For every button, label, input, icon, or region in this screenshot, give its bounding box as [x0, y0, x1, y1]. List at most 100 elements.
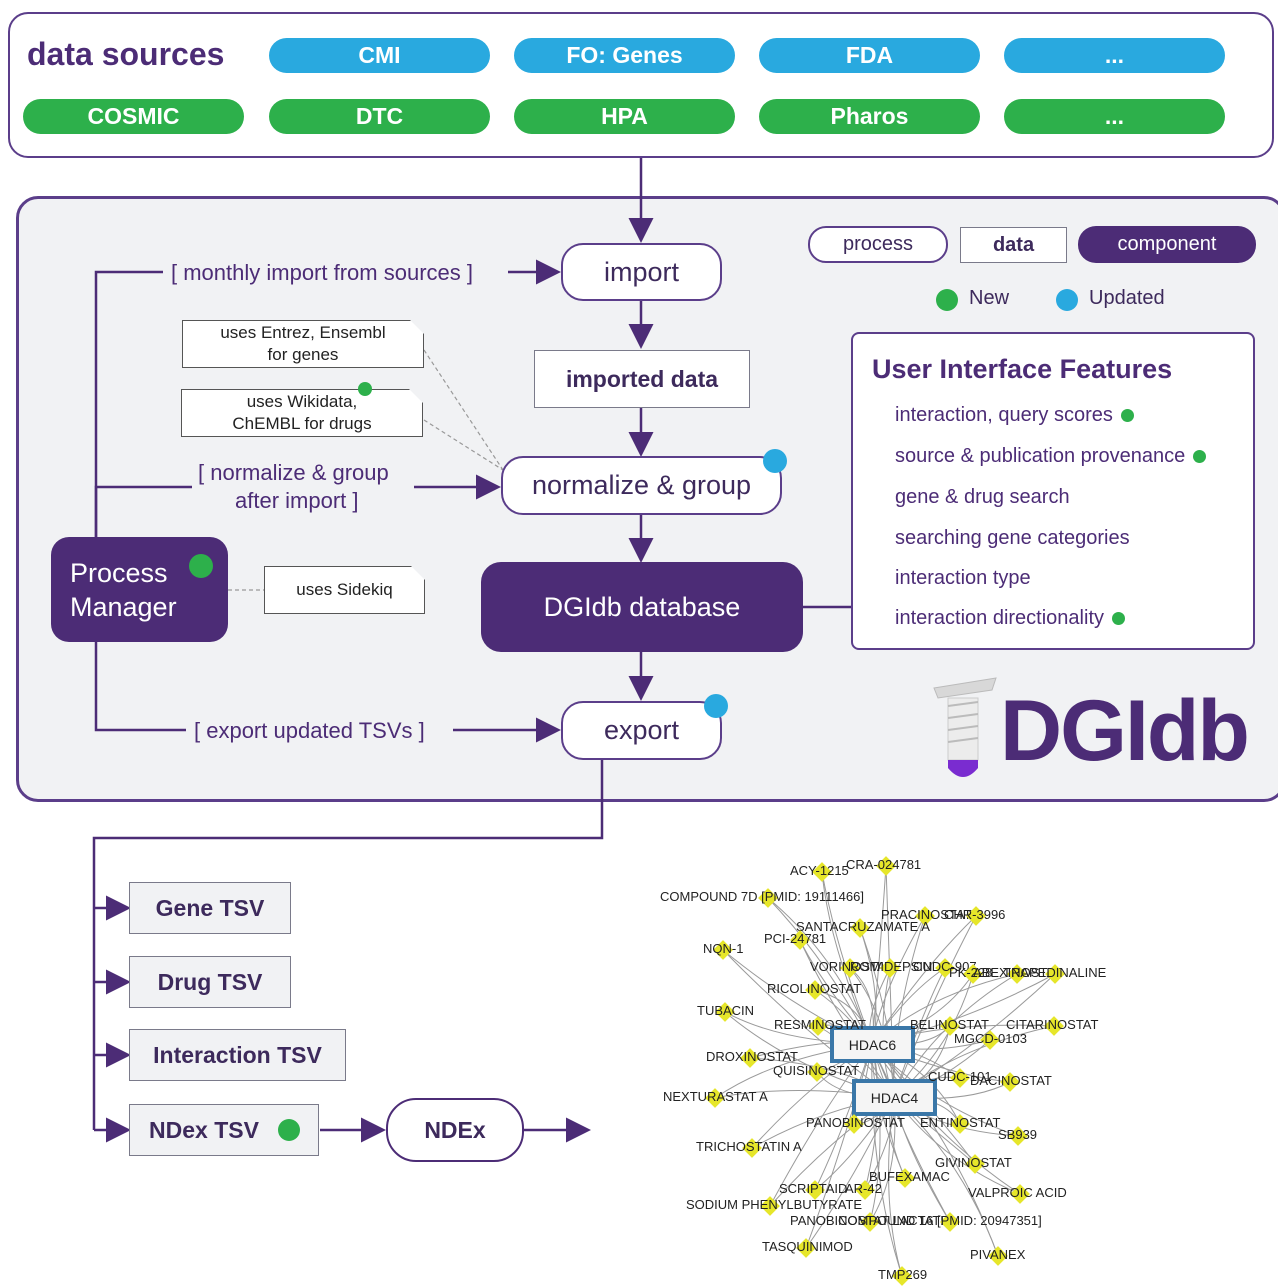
drug-node-label: COMPOUND 7D [PMID: 19111466]	[660, 889, 864, 904]
drug-node-label: ABEXINOSTAT	[973, 965, 1063, 980]
ui-feature-label: gene & drug search	[895, 486, 1070, 508]
network-edge	[871, 1043, 1021, 1195]
dgidb-database: DGIdb database	[481, 562, 803, 652]
source-more-updated: ...	[1004, 38, 1225, 73]
ui-features-panel: User Interface Features interaction, que…	[851, 332, 1255, 650]
drug-node-label: VALPROIC ACID	[968, 1185, 1067, 1200]
ui-feature-label: interaction, query scores	[895, 404, 1113, 426]
drug-node-label: PANOBINOSTAT	[806, 1115, 905, 1130]
drug-node-label: PANOBINOSTAT LACTATE	[790, 1213, 949, 1228]
data-sources-title: data sources	[27, 36, 225, 72]
ui-feature-label: source & publication provenance	[895, 445, 1186, 467]
ui-features-title: User Interface Features	[872, 354, 1173, 384]
network-edge	[814, 1043, 873, 1191]
legend-updated-dot	[1056, 289, 1078, 311]
drug-node-label: RESMINOSTAT	[774, 1017, 866, 1032]
drug-node-label: DACINOSTAT	[970, 1073, 1052, 1088]
gene-tsv: Gene TSV	[129, 882, 291, 934]
source-fo-genes: FO: Genes	[514, 38, 735, 73]
new-dot	[1120, 409, 1134, 422]
drug-node-label: RICOLINOSTAT	[767, 981, 862, 996]
drug-node-label: QUISINOSTAT	[773, 1063, 860, 1078]
drug-node-label: ROMIDEPSIN	[850, 959, 933, 974]
note-drugs-line1: uses Wikidata,	[246, 392, 358, 411]
network-edge	[805, 1096, 895, 1249]
dgidb-logo-text: DGIdb	[1000, 683, 1250, 779]
export-process: export	[561, 701, 722, 760]
source-more-new: ...	[1004, 99, 1225, 134]
hub-hdac4: HDAC4	[852, 1079, 937, 1116]
drug-node-label: PCI-24781	[764, 931, 827, 946]
drug-node-label: DROXINOSTAT	[706, 1049, 798, 1064]
drug-tsv: Drug TSV	[129, 956, 291, 1008]
hub-hdac6: HDAC6	[830, 1026, 915, 1063]
ndex-tsv-label: NDex TSV	[149, 1116, 259, 1143]
note-drugs-line2: ChEMBL for drugs	[232, 414, 372, 433]
source-cosmic: COSMIC	[23, 99, 244, 134]
legend-process: process	[808, 226, 948, 263]
ndex-tsv-new-dot	[278, 1119, 300, 1141]
edge-export-tsvs: [ export updated TSVs ]	[194, 718, 425, 743]
ui-feature-label: interaction directionality	[895, 607, 1104, 629]
note-drugs-new-dot	[358, 382, 372, 396]
drug-node-label: TASQUINIMOD	[762, 1239, 853, 1254]
drug-node-label: PRACINOSTAT	[881, 907, 972, 922]
ui-feature-label: interaction type	[895, 567, 1031, 589]
drug-node-label: TRAPEDINALINE	[1003, 965, 1107, 980]
process-manager: Process Manager	[51, 537, 228, 642]
drug-node-label: SANTACRUZAMATE A	[796, 919, 930, 934]
note-drugs: uses Wikidata, ChEMBL for drugs	[181, 389, 423, 437]
legend-component: component	[1078, 226, 1256, 263]
legend-new-label: New	[969, 287, 1010, 309]
imported-data: imported data	[534, 350, 750, 408]
network-edge	[805, 1043, 873, 1249]
note-genes-line2: for genes	[267, 345, 339, 364]
drug-node-label: TRICHOSTATIN A	[696, 1139, 802, 1154]
network-edge	[871, 1043, 903, 1277]
new-dot	[1193, 450, 1207, 463]
network-edge	[888, 1096, 903, 1277]
source-fda: FDA	[759, 38, 980, 73]
ui-feature-item: searching gene categories	[895, 527, 1130, 550]
ui-feature-label: searching gene categories	[895, 527, 1130, 549]
drug-node-label: TUBACIN	[697, 1003, 755, 1018]
process-manager-line1: Process	[70, 557, 168, 588]
source-pharos: Pharos	[759, 99, 980, 134]
source-cmi: CMI	[269, 38, 490, 73]
source-hpa: HPA	[514, 99, 735, 134]
drug-node-label: CHR-3996	[944, 907, 1006, 922]
drug-node-label: AR-42	[845, 1181, 882, 1196]
import-process: import	[561, 243, 722, 301]
drug-node-label: CRA-024781	[846, 857, 922, 872]
network-edge	[799, 939, 895, 1098]
interaction-tsv: Interaction TSV	[129, 1029, 346, 1081]
note-genes-line1: uses Entrez, Ensembl	[220, 323, 386, 342]
process-manager-new-dot	[189, 554, 213, 578]
ui-feature-item: source & publication provenance	[895, 445, 1207, 468]
drug-node-label: NQN-1	[703, 941, 744, 956]
source-dtc: DTC	[269, 99, 490, 134]
ui-feature-item: interaction, query scores	[895, 404, 1134, 427]
note-sidekiq: uses Sidekiq	[264, 566, 425, 614]
ui-feature-item: interaction directionality	[895, 607, 1125, 630]
drug-node-label: CITARINOSTAT	[1006, 1017, 1099, 1032]
drug-node-label: GIVINOSTAT	[935, 1155, 1012, 1170]
note-genes: uses Entrez, Ensembl for genes	[182, 320, 424, 368]
drug-node-label: CUDC-101	[928, 1069, 992, 1084]
edge-normalize-line2: after import ]	[235, 488, 359, 513]
normalize-process: normalize & group	[501, 456, 782, 515]
network-edge	[767, 897, 895, 1098]
normalize-updated-dot	[763, 449, 787, 473]
edge-monthly-import: [ monthly import from sources ]	[171, 260, 473, 285]
legend-data: data	[960, 227, 1067, 263]
test-tube-icon	[933, 677, 997, 777]
drug-node-label: TMP269	[878, 1267, 928, 1282]
export-updated-dot	[704, 694, 728, 718]
drug-node-label: SB939	[998, 1127, 1038, 1142]
drug-node-label: NEXTURASTAT A	[663, 1089, 768, 1104]
new-dot	[1112, 612, 1125, 625]
drug-node-label: PK-228	[949, 965, 993, 980]
ui-feature-item: gene & drug search	[895, 486, 1070, 509]
